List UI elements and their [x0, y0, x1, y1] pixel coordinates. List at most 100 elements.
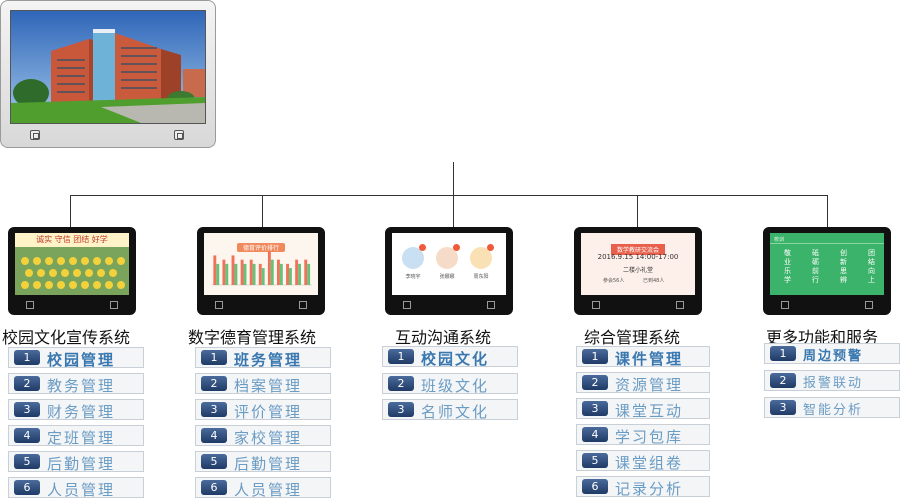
bar: [289, 268, 292, 285]
bar: [307, 263, 311, 285]
device-button[interactable]: [592, 301, 600, 309]
bar: [225, 263, 229, 285]
bar: [234, 263, 238, 285]
item-number: 3: [14, 402, 40, 417]
divider: [770, 243, 884, 244]
item-label: 智能分析: [803, 403, 864, 418]
menu-item[interactable]: 1 校园文化: [382, 346, 518, 368]
device-button-left[interactable]: [30, 130, 40, 140]
bar: [240, 259, 244, 285]
avatar: [470, 247, 492, 269]
bar: [267, 251, 271, 285]
item-label: 名师文化: [421, 403, 490, 421]
motto-line: 创新思辨: [840, 249, 847, 284]
bar: [295, 259, 299, 285]
item-label: 校园文化: [421, 350, 490, 368]
notification-badge: [453, 244, 460, 251]
contact-name: 李晓宇: [405, 274, 421, 280]
contact-name: 张娜娜: [439, 274, 455, 280]
menu-item[interactable]: 4 学习包库: [576, 424, 710, 446]
item-number: 2: [582, 375, 608, 390]
bar: [298, 263, 301, 285]
item-number: 2: [14, 376, 40, 391]
bar: [231, 255, 235, 285]
bar: [222, 259, 226, 285]
bar: [270, 259, 274, 285]
device-button[interactable]: [215, 301, 223, 309]
menu-item[interactable]: 1 课件管理: [576, 346, 710, 368]
notification-badge: [419, 244, 426, 251]
item-number: 3: [770, 400, 796, 415]
column-title-interaction: 互动沟通系统: [395, 328, 492, 347]
meeting-screen: 数学教研交流会 2016.9.15 14:00-17:00 二楼小礼堂 参会56…: [581, 233, 695, 295]
item-number: 4: [582, 427, 608, 442]
branch-drop-4: [637, 195, 638, 227]
item-number: 1: [582, 349, 608, 364]
bar-chart: [212, 251, 312, 286]
avatar: [402, 247, 424, 269]
item-number: 1: [14, 350, 40, 365]
bar: [249, 259, 253, 285]
meeting-place: 二楼小礼堂: [622, 267, 653, 274]
arrived-count: 已到48人: [643, 278, 665, 284]
column-title-campus-culture: 校园文化宣传系统: [2, 328, 131, 347]
chart-heading: 德育评价排行: [236, 243, 285, 252]
menu-item[interactable]: 3 名师文化: [382, 399, 518, 421]
item-label: 资源管理: [615, 376, 684, 394]
device-button[interactable]: [676, 301, 684, 309]
device-button[interactable]: [487, 301, 495, 309]
bar: [304, 259, 308, 285]
device-button[interactable]: [110, 301, 118, 309]
item-number: 3: [201, 402, 227, 417]
bar: [243, 263, 247, 285]
contact-name: 周东阳: [473, 274, 489, 280]
class-photo: 诚实 守信 团结 好学: [15, 233, 129, 295]
device-button[interactable]: [865, 301, 873, 309]
item-number: 1: [388, 349, 414, 364]
device-interaction: 李晓宇 张娜娜 周东阳: [385, 227, 513, 315]
device-moral-education: 德育评价排行: [197, 227, 325, 315]
item-label: 后勤管理: [234, 455, 303, 473]
device-more-services: 校训 敬业乐学 砥砺前行 创新思辨 团结向上: [763, 227, 891, 315]
item-label: 后勤管理: [47, 455, 116, 473]
menu-item[interactable]: 3 智能分析: [764, 397, 900, 418]
item-label: 学习包库: [615, 428, 684, 446]
device-button-right[interactable]: [174, 130, 184, 140]
device-comprehensive: 数学教研交流会 2016.9.15 14:00-17:00 二楼小礼堂 参会56…: [574, 227, 702, 315]
item-number: 6: [201, 480, 227, 495]
item-label: 课堂互动: [615, 402, 684, 420]
attendee-count: 参会56人: [603, 278, 625, 284]
device-button[interactable]: [26, 301, 34, 309]
device-button[interactable]: [299, 301, 307, 309]
item-label: 定班管理: [47, 429, 116, 447]
bar: [252, 263, 256, 285]
bar: [279, 263, 283, 285]
device-button[interactable]: [403, 301, 411, 309]
item-number: 3: [388, 402, 414, 417]
bar: [261, 268, 265, 285]
bar-chart-screen: 德育评价排行: [204, 233, 318, 295]
item-label: 课件管理: [615, 350, 684, 368]
motto-label: 校训: [774, 237, 785, 243]
menu-item[interactable]: 2 资源管理: [576, 372, 710, 394]
device-button[interactable]: [781, 301, 789, 309]
notification-badge: [487, 244, 494, 251]
